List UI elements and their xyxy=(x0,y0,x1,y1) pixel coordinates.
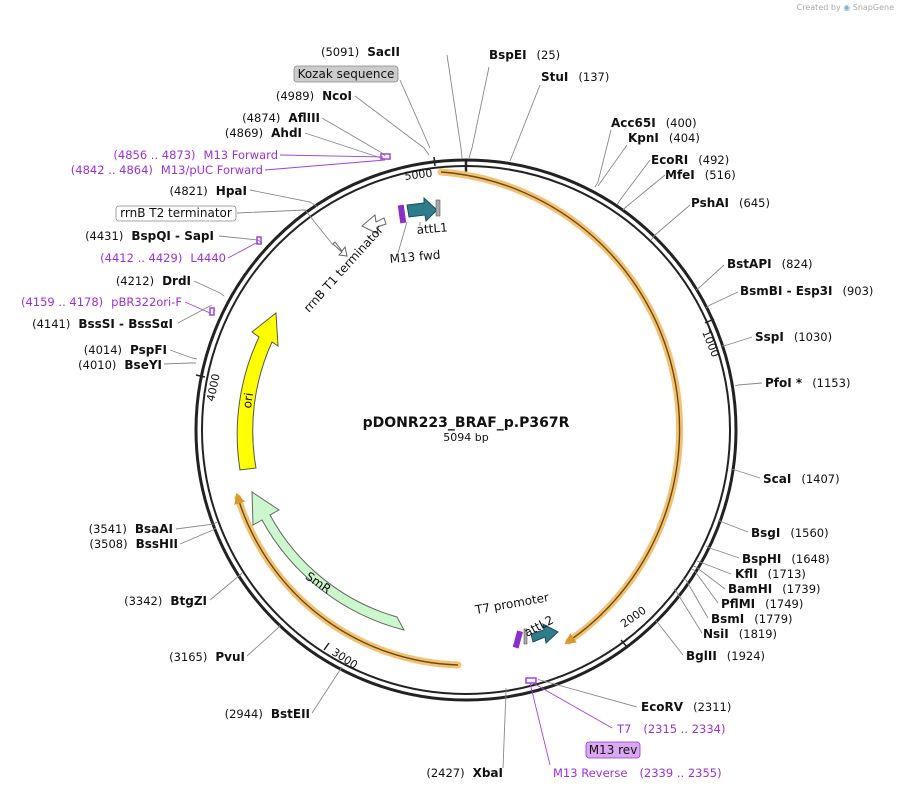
site-sacii: (5091)SacII xyxy=(321,45,400,59)
tick-mark-1000 xyxy=(704,318,715,324)
site-mfei: MfeI(516) xyxy=(665,168,736,182)
site-ecorv: EcoRV(2311) xyxy=(641,700,731,714)
site-kfli: KflI(1713) xyxy=(735,567,806,581)
site-pspfi: (4014)PspFI xyxy=(84,343,167,357)
site-scai: ScaI(1407) xyxy=(763,472,840,486)
site-btgzi: (3342)BtgZI xyxy=(124,594,207,608)
site-xbai: (2427)XbaI xyxy=(426,766,503,780)
site-ahdi: (4869)AhdI xyxy=(225,126,302,140)
primer-m13-forward: (4856 .. 4873)M13 Forward xyxy=(113,148,278,162)
rrnb-t2-terminator-feature xyxy=(332,241,348,257)
site-acc65i: Acc65I(400) xyxy=(611,116,697,130)
m13-rev-label: M13 rev xyxy=(589,743,638,757)
site-leaders xyxy=(163,54,763,769)
m13-fwd-leader xyxy=(397,221,408,254)
site-bspei: BspEI(25) xyxy=(489,48,560,62)
tick-label-4000: 4000 xyxy=(204,373,223,403)
tick-mark-3000 xyxy=(323,642,330,651)
primer-t7: T7(2315 .. 2334) xyxy=(616,722,725,736)
site-bseyi: (4010)BseYI xyxy=(78,358,162,372)
site-bsphi: BspHI(1648) xyxy=(742,552,830,566)
m13-fwd-label: M13 fwd xyxy=(389,248,441,266)
tick-label-5000: 5000 xyxy=(404,167,433,183)
tick-label-2000: 2000 xyxy=(618,604,648,631)
attl1-feature xyxy=(406,196,438,223)
m13-rev-box xyxy=(585,741,641,759)
site-drdi: (4212)DrdI xyxy=(116,274,191,288)
plasmid-name: pDONR223_BRAF_p.P367R xyxy=(363,415,570,431)
site-bsmbi: BsmBI - Esp3I(903) xyxy=(740,284,873,298)
site-kpni: KpnI(404) xyxy=(628,131,700,145)
site-bsaai: (3541)BsaAI xyxy=(89,522,173,536)
site-pfoi: PfoI *(1153) xyxy=(765,376,850,390)
site-nsii: NsiI(1819) xyxy=(703,627,777,641)
site-aflii: (4874)AflIII xyxy=(242,111,320,125)
site-bsgi: BsgI(1560) xyxy=(751,526,829,540)
site-sspi: SspI(1030) xyxy=(755,330,832,344)
snapgene-logo-icon: ◉ xyxy=(843,3,851,12)
insert-orf-arc xyxy=(437,168,684,645)
site-bstapi: BstAPI(824) xyxy=(727,257,813,271)
t7-promoter-label: T7 promoter xyxy=(473,590,550,617)
smr-feature xyxy=(251,491,405,631)
rrnb-t1-terminator-feature xyxy=(361,214,387,235)
snapgene-credit: Created by ◉ SnapGene xyxy=(797,3,894,12)
rrnb-t1-label: rrnB T1 terminator xyxy=(301,223,386,315)
site-bglii: BglII(1924) xyxy=(686,649,765,663)
credit-brand: SnapGene xyxy=(852,3,894,12)
tick-mark-5000 xyxy=(433,156,436,167)
site-pvui: (3165)PvuI xyxy=(169,650,245,664)
site-pshai: PshAI(645) xyxy=(691,196,770,210)
rrnb-t2-label: rrnB T2 terminator xyxy=(120,206,232,220)
tick-label-3000: 3000 xyxy=(329,646,360,672)
primer-leaders xyxy=(184,153,613,766)
m13-fwd-feature xyxy=(397,204,407,224)
attl2-site-marker xyxy=(523,628,528,645)
site-pflmi: PflMI(1749) xyxy=(721,597,803,611)
ori-feature xyxy=(236,312,279,471)
site-bsshii: (3508)BssHII xyxy=(89,537,178,551)
site-bamhi: BamHI(1739) xyxy=(728,582,821,596)
primer-m13-puc-forward: (4842 .. 4864)M13/pUC Forward xyxy=(71,163,263,177)
plasmid-length: 5094 bp xyxy=(443,431,488,444)
kozak-box xyxy=(293,65,399,83)
site-ncoi: (4989)NcoI xyxy=(276,89,352,103)
tick-mark-2000 xyxy=(620,639,628,648)
kozak-label: Kozak sequence xyxy=(298,67,395,81)
attl1-site-marker xyxy=(435,199,441,217)
credit-prefix: Created by xyxy=(796,3,841,12)
attl2-feature xyxy=(530,623,559,644)
primer-pbr322ori-f: (4159 .. 4178)pBR322ori-F xyxy=(21,295,182,309)
tick-mark-4000 xyxy=(195,374,206,378)
site-ecori: EcoRI(492) xyxy=(651,153,729,167)
primer-l4440: (4412 .. 4429)L4440 xyxy=(100,251,226,265)
site-bsteii: (2944)BstEII xyxy=(225,707,310,721)
insert-orf-arc-line xyxy=(440,171,681,645)
backbone-orf-arc-line xyxy=(234,492,459,666)
site-hpai: (4821)HpaI xyxy=(170,184,247,198)
attl1-label: attL1 xyxy=(416,220,448,237)
site-stui: StuI(137) xyxy=(541,70,609,84)
ori-label: ori xyxy=(240,392,256,409)
rrnb-t2-box xyxy=(115,205,237,222)
t7-promoter-feature xyxy=(512,630,523,649)
site-bspqi: (4431)BspQI - SapI xyxy=(85,229,214,243)
site-bsmi: BsmI(1779) xyxy=(711,612,793,626)
site-bsssi: (4141)BssSI - BssSαI xyxy=(32,317,173,331)
primer-m13-reverse: M13 Reverse(2339 .. 2355) xyxy=(553,766,722,780)
